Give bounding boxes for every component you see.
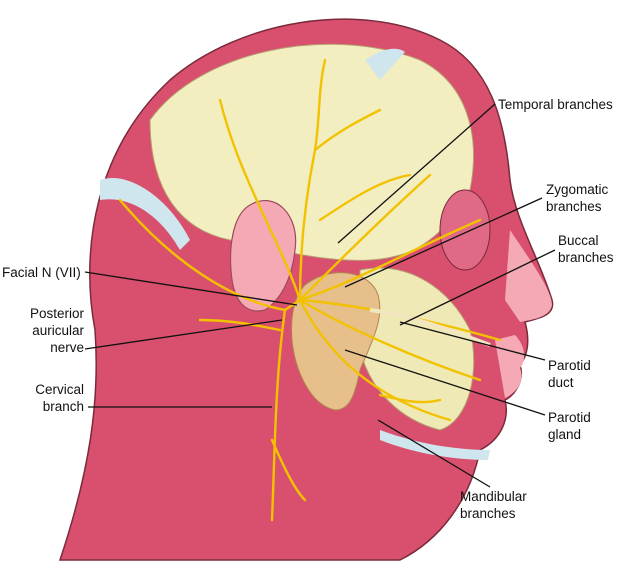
tendon-band — [380, 430, 490, 460]
label-text: Mandibular — [460, 489, 527, 504]
label-zygomatic-branches: Zygomatic branches — [546, 181, 608, 215]
label-text: gland — [548, 427, 582, 442]
label-text: Facial N (VII) — [2, 265, 81, 280]
orbicularis-oculi — [439, 189, 491, 271]
nerve-branches — [118, 58, 502, 522]
label-posterior-auricular-nerve: Posterior auricular nerve — [20, 305, 84, 356]
tendon-band — [365, 48, 405, 80]
label-text: Temporal branches — [498, 97, 613, 112]
leader-lines — [84, 103, 556, 488]
label-text: duct — [548, 375, 574, 390]
label-cervical-branch: Cervical branch — [20, 381, 84, 415]
label-text: Parotid — [548, 410, 591, 425]
label-text: Posterior — [29, 306, 84, 321]
nose — [505, 230, 552, 322]
label-text: branches — [460, 506, 516, 521]
tendon-band — [100, 178, 190, 250]
lips — [495, 335, 525, 398]
label-buccal-branches: Buccal branches — [558, 232, 614, 266]
label-text: branches — [546, 199, 602, 214]
label-text: Cervical — [35, 382, 84, 397]
parotid-duct — [369, 308, 491, 347]
label-text: Parotid — [548, 358, 591, 373]
label-text: branches — [558, 250, 614, 265]
label-parotid-duct: Parotid duct — [548, 357, 591, 391]
label-facial-nerve: Facial N (VII) — [2, 264, 81, 281]
label-text: branch — [42, 399, 84, 414]
label-text: auricular — [32, 323, 84, 338]
label-text: Buccal — [558, 233, 599, 248]
label-parotid-gland: Parotid gland — [548, 409, 591, 443]
label-temporal-branches: Temporal branches — [498, 96, 613, 113]
label-text: nerve — [50, 340, 84, 355]
label-mandibular-branches: Mandibular branches — [460, 488, 527, 522]
ear — [230, 199, 297, 312]
label-text: Zygomatic — [546, 182, 609, 197]
